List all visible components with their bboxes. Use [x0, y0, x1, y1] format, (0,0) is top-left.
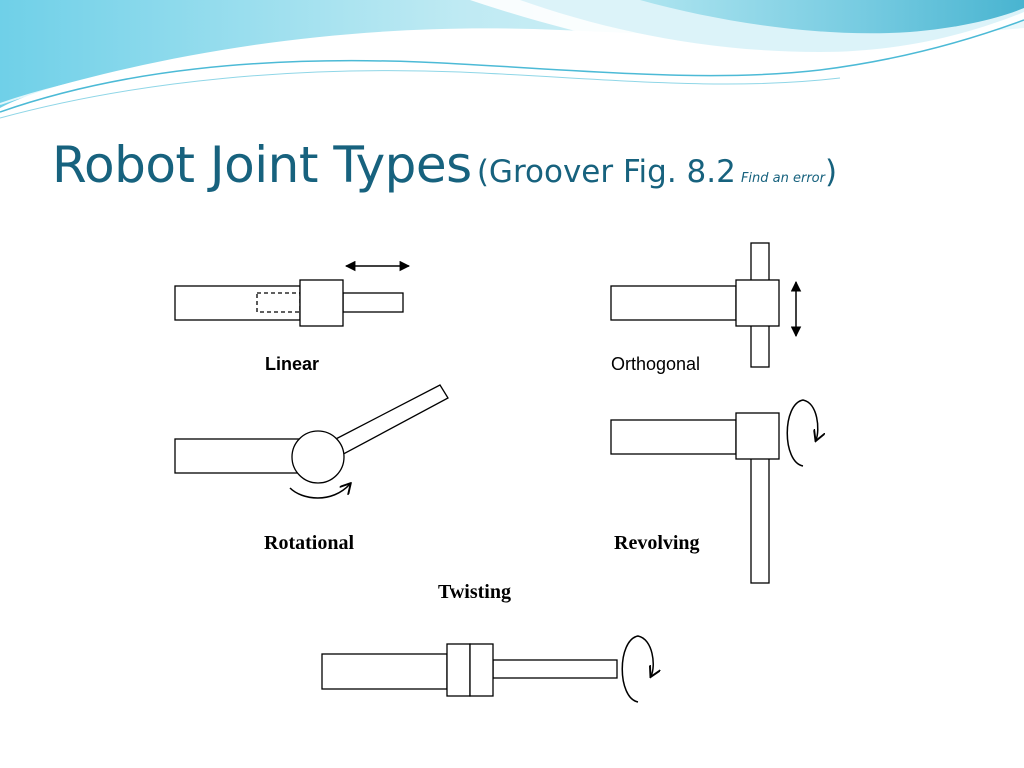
- orthogonal-joint-diagram: [610, 242, 802, 368]
- twisting-joint-diagram: [321, 635, 653, 703]
- title-main: Robot Joint Types: [52, 136, 472, 194]
- label-twisting: Twisting: [438, 581, 511, 603]
- label-orthogonal: Orthogonal: [611, 354, 701, 374]
- title-paren-close: ): [824, 154, 838, 190]
- slide-title: Robot Joint Types (Groover Fig. 8.2 Find…: [52, 136, 837, 194]
- title-note: Find an error: [740, 171, 825, 186]
- rotational-joint-diagram: [174, 384, 449, 499]
- label-linear: Linear: [265, 354, 320, 374]
- linear-joint-diagram: [174, 260, 411, 327]
- revolving-joint-diagram: [610, 399, 818, 584]
- title-source: (Groover Fig. 8.2: [476, 154, 736, 190]
- label-rotational: Rotational: [264, 532, 354, 554]
- header-wave-decoration: [0, 0, 1024, 119]
- label-revolving: Revolving: [614, 532, 700, 554]
